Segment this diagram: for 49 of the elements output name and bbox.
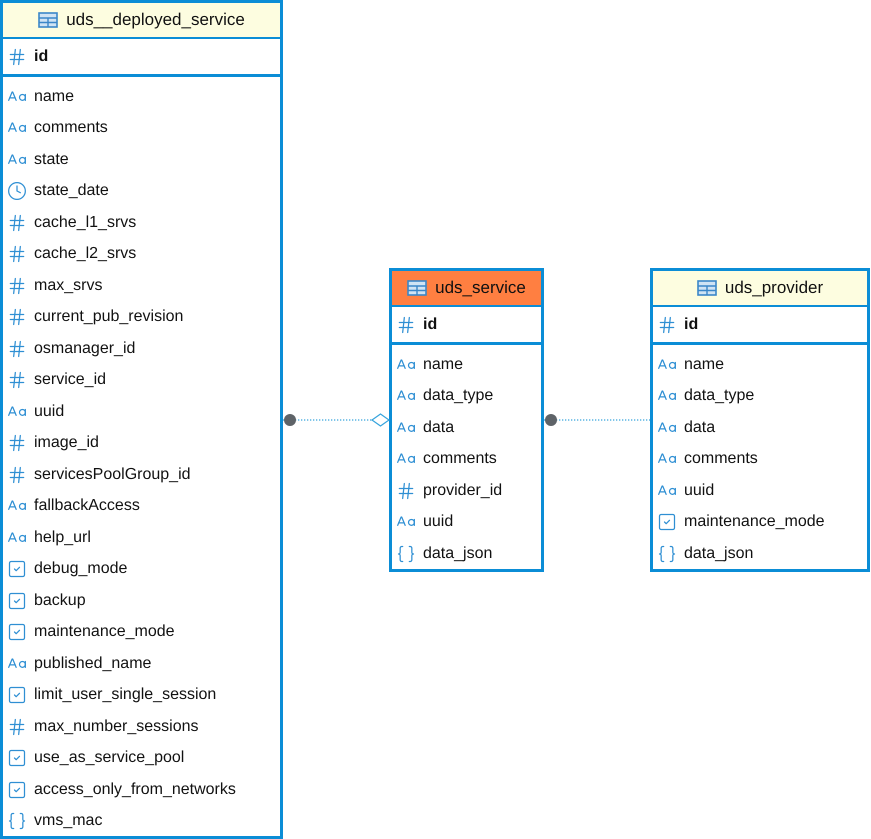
- column-name: data_type: [423, 387, 494, 406]
- column-name: provider_id: [423, 482, 502, 500]
- column-name: name: [423, 356, 464, 374]
- column-name: fallbackAccess: [34, 497, 140, 516]
- relationship-line: [544, 414, 650, 426]
- primary-key-column: id: [34, 48, 48, 66]
- column-name: cache_l1_srvs: [34, 214, 136, 232]
- column-name: servicesPoolGroup_id: [34, 466, 191, 484]
- column-name: max_srvs: [34, 276, 102, 295]
- column-name: data: [423, 418, 454, 437]
- column-name: comments: [423, 450, 497, 468]
- column-name: access_only_from_networks: [34, 780, 236, 799]
- entity-table: [389, 268, 544, 572]
- column-name: state_date: [34, 182, 109, 200]
- column-name: uuid: [684, 482, 714, 500]
- relationship-line: [283, 413, 390, 427]
- column-name: state: [34, 150, 69, 169]
- column-name: comments: [34, 119, 108, 138]
- column-name: data_json: [684, 544, 754, 563]
- column-name: service_id: [34, 371, 106, 390]
- column-name: name: [684, 356, 724, 374]
- primary-key-column: id: [684, 316, 698, 334]
- column-name: maintenance_mode: [684, 513, 825, 532]
- column-name: limit_user_single_session: [34, 686, 216, 704]
- column-name: data: [684, 418, 716, 437]
- column-name: cache_l2_srvs: [34, 245, 136, 264]
- column-name: use_as_service_pool: [34, 749, 184, 768]
- column-name: image_id: [34, 434, 99, 452]
- column-name: comments: [684, 450, 758, 468]
- table-name: uds_service: [435, 278, 526, 298]
- column-name: maintenance_mode: [34, 623, 175, 642]
- column-name: max_number_sessions: [34, 718, 199, 736]
- table-name: uds__deployed_service: [66, 10, 245, 30]
- column-name: name: [34, 88, 74, 106]
- table-name: uds_provider: [724, 278, 824, 298]
- column-name: uuid: [34, 402, 64, 421]
- primary-key-column: id: [423, 316, 438, 334]
- column-name: debug_mode: [34, 560, 128, 578]
- column-name: help_url: [34, 528, 91, 547]
- column-name: backup: [34, 592, 86, 610]
- column-name: uuid: [423, 513, 454, 532]
- column-name: current_pub_revision: [34, 308, 184, 326]
- entity-table: [0, 0, 283, 839]
- entity-table: [650, 268, 870, 572]
- column-name: vms_mac: [34, 812, 102, 830]
- column-name: data_json: [423, 544, 492, 563]
- column-name: osmanager_id: [34, 340, 136, 358]
- column-name: published_name: [34, 654, 152, 673]
- column-name: data_type: [684, 387, 754, 406]
